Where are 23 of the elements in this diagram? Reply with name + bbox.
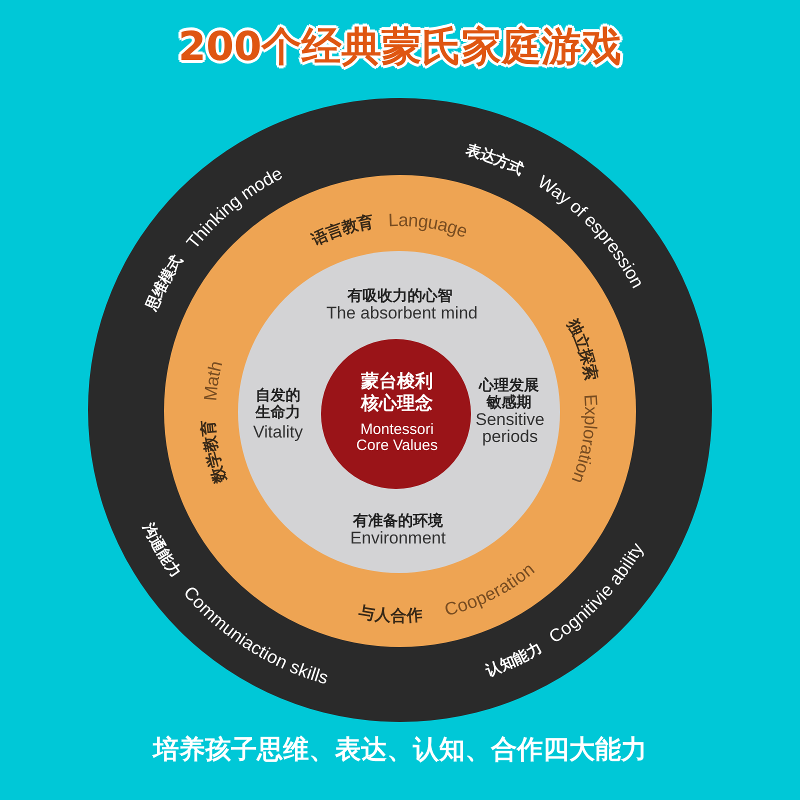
ring-label: 表达方式 [464,140,526,179]
ring-label: 数学教育 [198,419,230,486]
ring-label: Language [388,210,470,242]
title: 200个经典蒙氏家庭游戏 [178,25,622,69]
outer-ring [88,98,712,722]
ring-label: 沟通能力 [139,520,186,581]
ring-label: 与人合作 [358,602,424,625]
circle-label: 有吸收力的心智 [348,288,452,304]
caption: 培养孩子思维、表达、认知、合作四大能力 [153,735,647,765]
center-circle [321,339,471,489]
circle-label: 心理发展敏感期 [478,377,540,411]
circle-label: Vitality [253,424,303,440]
circle-label: 有准备的环境 [353,512,443,530]
circle-label: 自发的生命力 [254,386,302,420]
ring-label: 独立探索 [564,316,602,382]
ring-label: 语言教育 [308,211,375,249]
circle-label: 蒙台梭利核心理念 [360,371,434,415]
ring-label: 思维模式 [142,252,186,314]
ring-label: 认知能力 [483,638,546,680]
circle-label: Environment [350,530,446,546]
circle-label: Sensitive periods [474,411,546,445]
circle-label: Montessori Core Values [355,422,439,454]
circle-label: The absorbent mind [326,304,478,322]
